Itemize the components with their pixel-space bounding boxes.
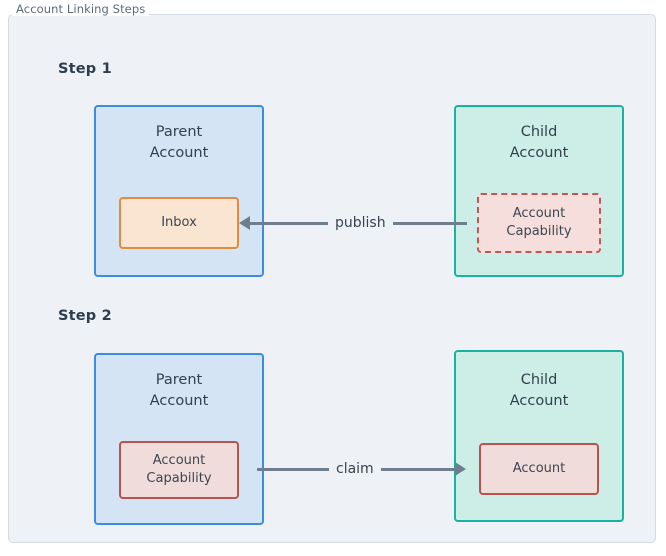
publish-arrow: publish — [239, 213, 467, 233]
account-capability-label-line2: Capability — [146, 471, 212, 486]
parent-account-title-step2: Parent Account — [96, 370, 262, 412]
account-capability-node-step2[interactable]: Account Capability — [119, 441, 239, 499]
arrow-line-segment — [250, 221, 328, 225]
arrow-line-segment — [392, 221, 467, 225]
parent-account-title-line2: Account — [149, 393, 209, 410]
child-account-title-step1: Child Account — [456, 122, 622, 164]
account-capability-label-line1: Account — [152, 452, 206, 468]
parent-account-title-line1: Parent — [155, 124, 203, 140]
parent-account-title-step1: Parent Account — [96, 122, 262, 164]
account-label: Account — [512, 460, 566, 476]
arrow-line-segment — [257, 467, 329, 471]
claim-arrow-label: claim — [336, 461, 374, 477]
publish-arrow-label: publish — [335, 215, 386, 231]
child-account-title-step2: Child Account — [456, 370, 622, 412]
frame-title: Account Linking Steps — [12, 2, 150, 16]
diagram-frame: Step 1 Parent Account Inbox Child Accoun… — [8, 14, 656, 543]
account-capability-label-step1: Account Capability — [506, 205, 571, 241]
child-account-title-line1: Child — [520, 372, 558, 388]
account-node-step2[interactable]: Account — [479, 443, 599, 495]
account-capability-node-step1[interactable]: Account Capability — [477, 193, 601, 253]
parent-account-title-line2: Account — [149, 145, 209, 162]
parent-account-title-line1: Parent — [155, 372, 203, 388]
arrow-head-right-icon — [454, 462, 466, 476]
child-account-title-line2: Account — [509, 393, 569, 410]
account-capability-label-line1: Account — [512, 205, 566, 221]
inbox-label: Inbox — [161, 214, 197, 230]
account-capability-label-line2: Capability — [506, 224, 572, 239]
step-2-label: Step 2 — [58, 308, 112, 324]
parent-account-node-step1[interactable]: Parent Account — [94, 105, 264, 277]
child-account-title-line1: Child — [520, 124, 558, 140]
inbox-node-step1[interactable]: Inbox — [119, 197, 239, 249]
account-capability-label-step2: Account Capability — [146, 452, 211, 488]
step-1-label: Step 1 — [58, 61, 112, 77]
child-account-node-step2[interactable]: Child Account — [454, 350, 624, 522]
arrow-head-left-icon — [239, 216, 250, 230]
claim-arrow: claim — [257, 459, 466, 479]
child-account-title-line2: Account — [509, 145, 569, 162]
arrow-line-segment — [380, 467, 455, 471]
parent-account-node-step2[interactable]: Parent Account — [94, 353, 264, 525]
